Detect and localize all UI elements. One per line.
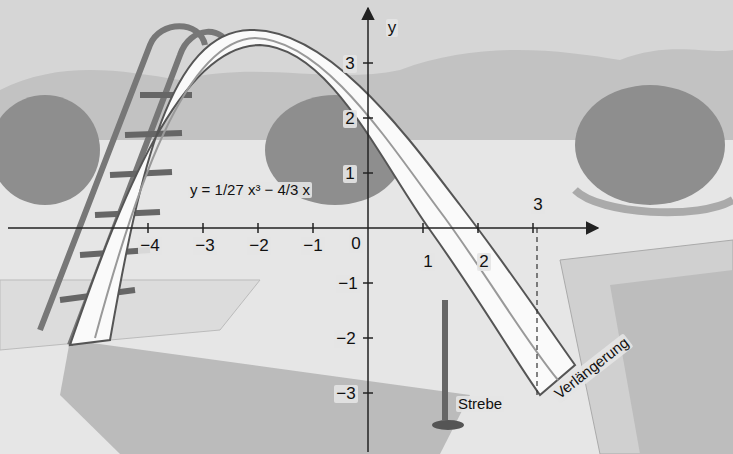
stone-border bbox=[575, 190, 733, 212]
tick-label: 2 bbox=[343, 110, 356, 129]
paving bbox=[0, 280, 260, 350]
tick-label: 1 bbox=[343, 165, 356, 184]
pool-water bbox=[610, 270, 733, 454]
tick-label: 0 bbox=[349, 235, 362, 254]
tick-label: 1 bbox=[421, 253, 434, 272]
bush bbox=[0, 95, 100, 205]
tick-label: 2 bbox=[477, 253, 490, 272]
tick-label: −4 bbox=[138, 237, 161, 256]
dashed-line bbox=[536, 228, 537, 395]
tick-label: −1 bbox=[301, 237, 324, 256]
tick-label: −2 bbox=[247, 237, 270, 256]
axis-ticks bbox=[148, 63, 533, 393]
x-axis bbox=[8, 227, 598, 229]
strut-foot bbox=[432, 420, 464, 430]
pool-edge bbox=[560, 240, 733, 454]
slide-rail bbox=[95, 38, 558, 380]
tick-label: −3 bbox=[334, 385, 357, 404]
bush bbox=[575, 85, 725, 205]
tick-label: −2 bbox=[334, 330, 357, 349]
slide bbox=[70, 30, 575, 395]
strut bbox=[442, 300, 448, 420]
shadow bbox=[60, 340, 470, 454]
axis-name: y bbox=[386, 19, 399, 38]
function-equation: y = 1/27 x³ − 4/3 x bbox=[188, 182, 312, 199]
tick-label: 3 bbox=[531, 196, 544, 215]
part-name: Strebe bbox=[456, 396, 504, 413]
tick-label: 3 bbox=[343, 55, 356, 74]
tick-label: −3 bbox=[193, 237, 216, 256]
y-axis bbox=[367, 8, 369, 452]
tick-label: −1 bbox=[336, 275, 359, 294]
